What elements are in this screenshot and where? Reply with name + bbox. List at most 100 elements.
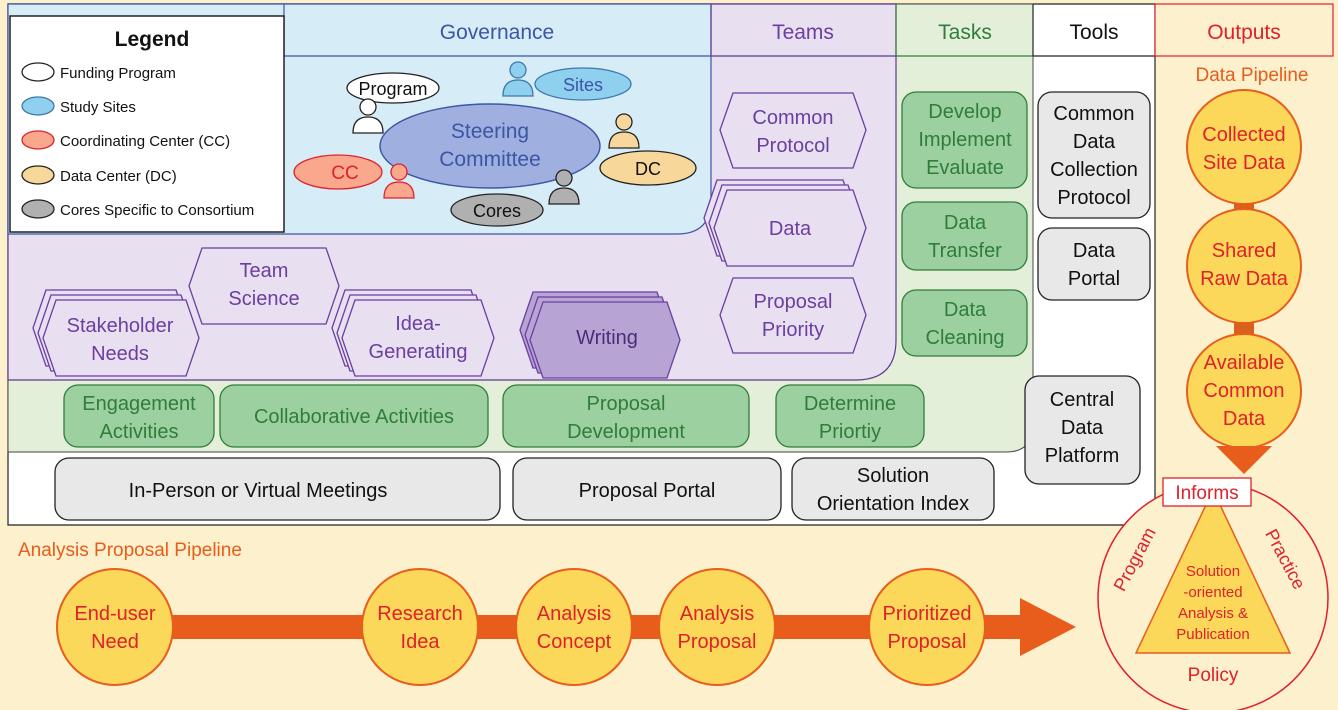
central-data-line2: Data bbox=[1061, 417, 1104, 439]
proposal-development-line2: Development bbox=[567, 421, 685, 443]
data-transfer-line1: Data bbox=[944, 212, 987, 234]
develop-line1: Develop bbox=[928, 101, 1001, 123]
legend-label-cores: Cores Specific to Consortium bbox=[60, 202, 254, 219]
tool-solution-index: Solution Orientation Index bbox=[791, 457, 995, 521]
program-person-icon bbox=[352, 98, 384, 134]
cc-node bbox=[293, 154, 383, 190]
teams-idea-generating: Idea- Generating bbox=[331, 289, 495, 377]
steering-cluster: Steering Committee Program Sites CC DC C… bbox=[293, 61, 697, 227]
program-node bbox=[346, 72, 440, 104]
legend-label-cc: Coordinating Center (CC) bbox=[60, 133, 230, 150]
engagement-line1: Engagement bbox=[82, 393, 196, 415]
central-data-line3: Platform bbox=[1045, 445, 1119, 467]
stakeholder-line1: Stakeholder bbox=[67, 315, 174, 337]
legend-label-sites: Study Sites bbox=[60, 99, 136, 116]
sites-node bbox=[534, 67, 632, 101]
solution-circle: Solution -oriented Analysis & Publicatio… bbox=[1097, 482, 1329, 710]
teams-common-protocol: Common Protocol bbox=[719, 92, 867, 169]
engagement-line2: Activities bbox=[100, 421, 179, 443]
common-data-line3: Collection bbox=[1050, 159, 1138, 181]
tool-proposal-portal: Proposal Portal bbox=[512, 457, 782, 521]
common-protocol-line2: Protocol bbox=[756, 135, 829, 157]
step1-line1: End-user bbox=[74, 603, 155, 625]
central-data-line1: Central bbox=[1050, 389, 1114, 411]
step2-line1: Research bbox=[377, 603, 463, 625]
team-science-line1: Team bbox=[240, 260, 289, 282]
analysis-pipeline-arrowhead bbox=[1020, 598, 1076, 656]
team-science-line2: Science bbox=[228, 288, 299, 310]
cores-label: Cores bbox=[473, 201, 521, 221]
data-portal-line1: Data bbox=[1073, 240, 1116, 262]
available-line3: Data bbox=[1223, 408, 1266, 430]
legend-swatch-dc bbox=[21, 165, 55, 185]
tool-central-data: Central Data Platform bbox=[1024, 375, 1141, 485]
task-data-cleaning: Data Cleaning bbox=[901, 289, 1028, 357]
outputs-header-label: Outputs bbox=[1207, 21, 1281, 44]
step4-line1: Analysis bbox=[680, 603, 754, 625]
output-available: Available Common Data bbox=[1186, 333, 1302, 449]
step1-line2: Need bbox=[91, 631, 139, 653]
cores-node bbox=[450, 193, 544, 227]
solution-index-line1: Solution bbox=[857, 465, 929, 487]
task-develop: Develop Implement Evaluate bbox=[901, 91, 1028, 189]
analysis-pipeline-title: Analysis Proposal Pipeline bbox=[18, 540, 242, 561]
analysis-step-2: Research Idea bbox=[361, 568, 479, 686]
meetings-label: In-Person or Virtual Meetings bbox=[129, 480, 388, 502]
solution-line3: Analysis & bbox=[1178, 605, 1248, 622]
common-data-line2: Data bbox=[1073, 131, 1116, 153]
teams-stakeholder-needs: Stakeholder Needs bbox=[32, 289, 200, 377]
teams-team-science: Team Science bbox=[188, 247, 340, 325]
tool-common-data: Common Data Collection Protocol bbox=[1037, 91, 1151, 219]
down-arrow bbox=[1216, 446, 1272, 474]
step5-line1: Prioritized bbox=[883, 603, 972, 625]
informs-label: Informs bbox=[1175, 483, 1238, 504]
teams-writing: Writing bbox=[519, 291, 681, 379]
output-shared: Shared Raw Data bbox=[1186, 208, 1302, 324]
analysis-step-1: End-user Need bbox=[56, 568, 174, 686]
stakeholder-line2: Needs bbox=[91, 343, 149, 365]
policy-label: Policy bbox=[1188, 665, 1239, 686]
data-team-label: Data bbox=[769, 218, 812, 240]
steering-committee-node bbox=[379, 103, 601, 189]
governance-header: Governance bbox=[440, 21, 554, 44]
cc-label: CC bbox=[331, 163, 358, 184]
legend: Legend Funding Program Study Sites Coord… bbox=[9, 15, 285, 233]
tool-meetings: In-Person or Virtual Meetings bbox=[54, 457, 501, 521]
task-data-transfer: Data Transfer bbox=[901, 201, 1028, 271]
legend-swatch-sites bbox=[21, 96, 55, 116]
common-data-line4: Protocol bbox=[1057, 187, 1130, 209]
sites-label: Sites bbox=[563, 75, 603, 95]
common-protocol-line1: Common bbox=[752, 107, 833, 129]
proposal-priority-line1: Proposal bbox=[754, 291, 833, 313]
solution-line1: Solution bbox=[1186, 563, 1240, 580]
task-determine-priority: Determine Priortiy bbox=[775, 384, 925, 448]
data-cleaning-line1: Data bbox=[944, 299, 987, 321]
cc-person-icon bbox=[383, 163, 415, 199]
solution-line2: -oriented bbox=[1183, 584, 1242, 601]
legend-swatch-cores bbox=[21, 199, 55, 219]
step3-line2: Concept bbox=[537, 631, 612, 653]
analysis-step-4: Analysis Proposal bbox=[658, 568, 776, 686]
tools-header: Tools bbox=[1069, 21, 1118, 44]
collaborative-label: Collaborative Activities bbox=[254, 406, 454, 428]
legend-label-dc: Data Center (DC) bbox=[60, 168, 177, 185]
idea-generating-line1: Idea- bbox=[395, 313, 441, 335]
teams-data-stack: Data bbox=[703, 179, 867, 267]
determine-priority-line1: Determine bbox=[804, 393, 896, 415]
teams-proposal-priority: Proposal Priority bbox=[719, 277, 867, 354]
dc-label: DC bbox=[635, 159, 661, 179]
common-data-line1: Common bbox=[1053, 103, 1134, 125]
cores-person-icon bbox=[548, 169, 580, 205]
collected-line1: Collected bbox=[1202, 124, 1285, 146]
writing-label: Writing bbox=[576, 327, 638, 349]
sites-person-icon bbox=[502, 61, 534, 97]
step3-line1: Analysis bbox=[537, 603, 611, 625]
solution-line4: Publication bbox=[1176, 626, 1249, 643]
task-engagement: Engagement Activities bbox=[63, 384, 215, 448]
determine-priority-line2: Priortiy bbox=[819, 421, 881, 443]
task-proposal-development: Proposal Development bbox=[502, 384, 750, 448]
data-pipeline-label: Data Pipeline bbox=[1195, 65, 1308, 86]
develop-line3: Evaluate bbox=[926, 157, 1004, 179]
steering-label-2: Committee bbox=[439, 148, 541, 171]
